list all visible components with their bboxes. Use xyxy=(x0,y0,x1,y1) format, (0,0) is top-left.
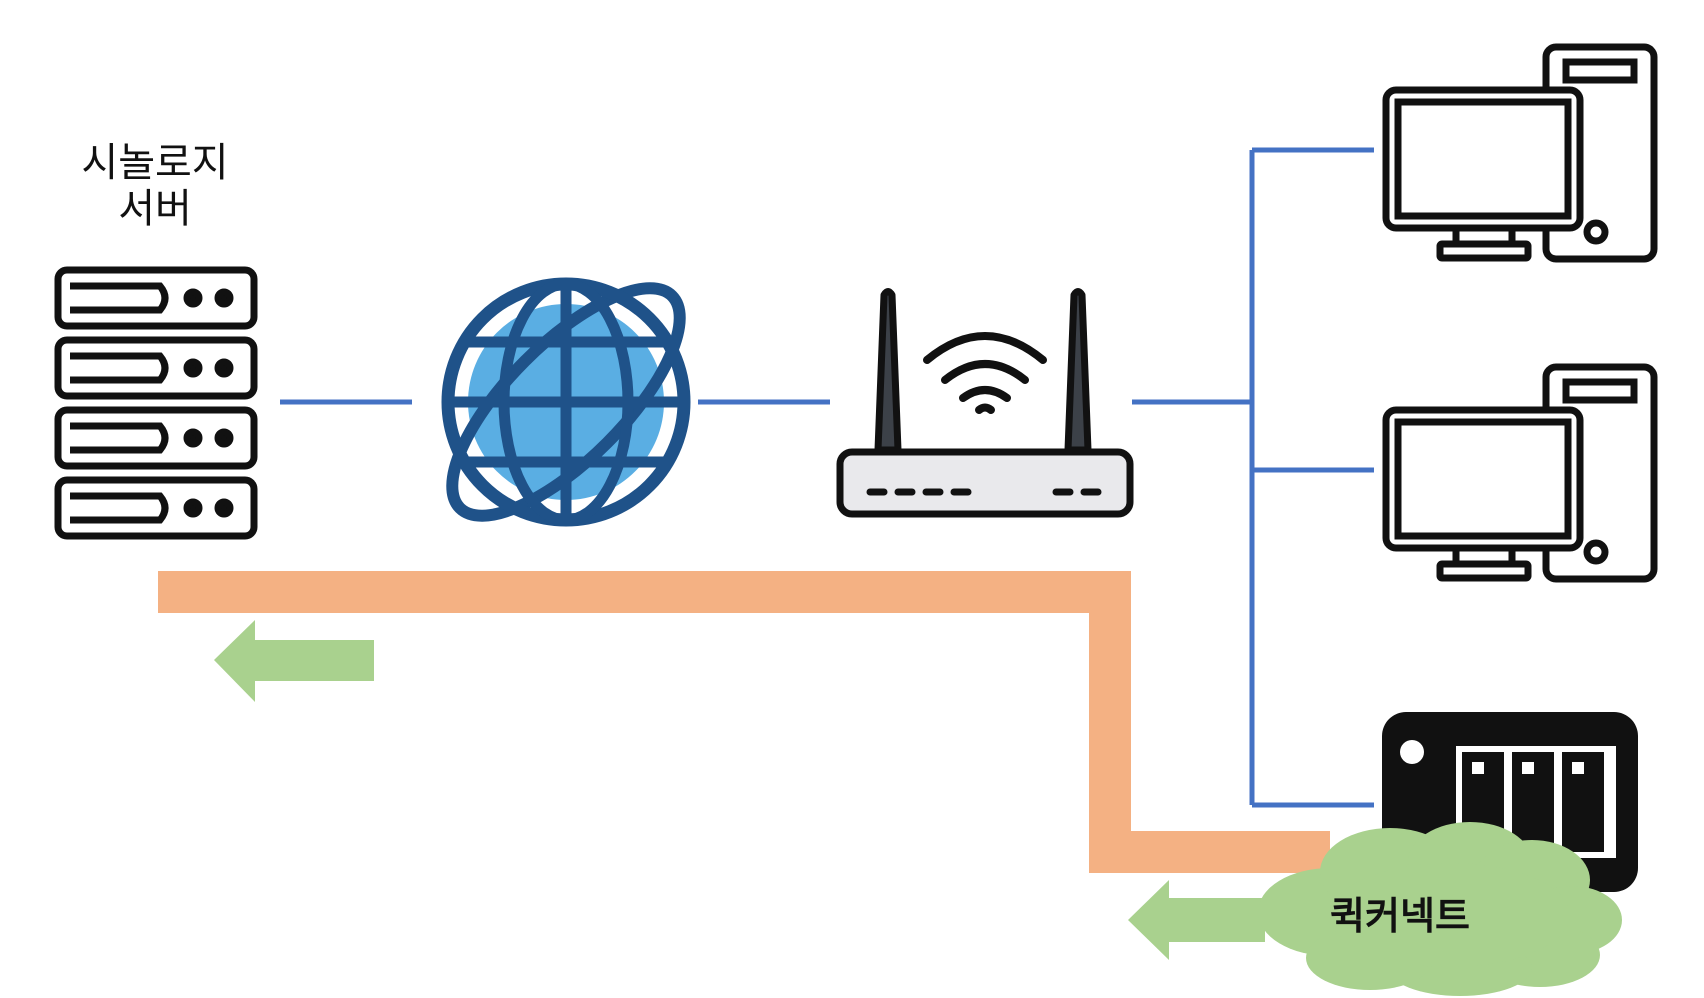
arrow-left-icon xyxy=(214,620,374,702)
cloud-icon xyxy=(1258,822,1622,996)
server-unit xyxy=(54,266,258,330)
cloud-label: 퀵커넥트 xyxy=(1330,894,1470,938)
wifi-router-icon xyxy=(836,288,1134,518)
wifi-signal-icon xyxy=(923,332,1047,414)
server-label: 시놀로지 서버 xyxy=(40,140,270,232)
arrow-left-icon xyxy=(1128,880,1265,960)
network-links xyxy=(280,147,1374,808)
server-label-line1: 시놀로지 xyxy=(81,140,229,186)
globe-icon xyxy=(441,277,691,527)
desktop-computer-icon xyxy=(1382,43,1658,263)
server-label-line2: 서버 xyxy=(118,186,192,232)
server-rack-icon xyxy=(54,266,258,540)
server-unit xyxy=(54,476,258,540)
desktop-computer-icon xyxy=(1382,363,1658,583)
server-unit xyxy=(54,406,258,470)
quickconnect-route xyxy=(158,571,1330,873)
server-unit xyxy=(54,336,258,400)
